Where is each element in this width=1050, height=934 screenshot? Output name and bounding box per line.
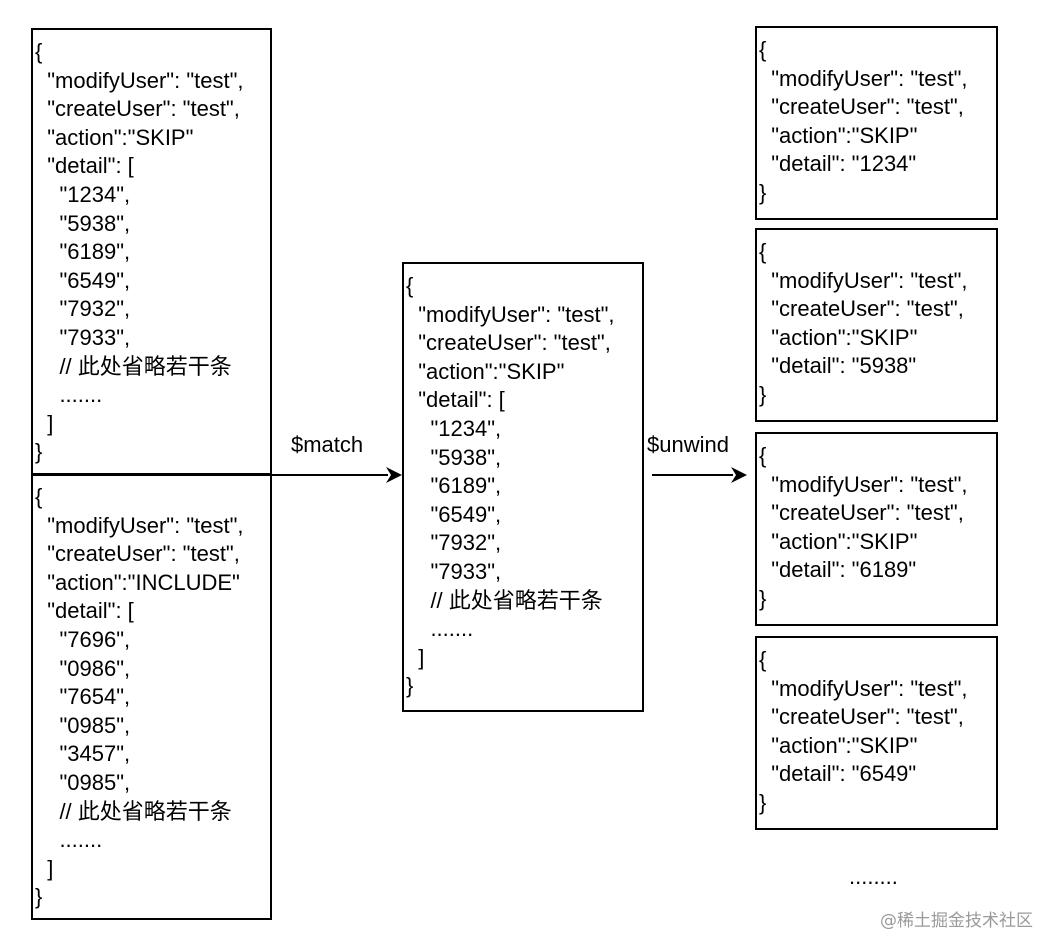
input-document-2-text: { "modifyUser": "test", "createUser": "t… (35, 484, 244, 910)
unwind-result-2-text: { "modifyUser": "test", "createUser": "t… (759, 239, 968, 407)
input-document-box-1: { "modifyUser": "test", "createUser": "t… (31, 28, 272, 475)
more-results-ellipsis: ........ (849, 864, 898, 889)
match-result-text: { "modifyUser": "test", "createUser": "t… (406, 273, 615, 699)
unwind-result-1-text: { "modifyUser": "test", "createUser": "t… (759, 37, 968, 205)
unwind-result-box-3: { "modifyUser": "test", "createUser": "t… (755, 432, 998, 626)
match-stage-label: $match (291, 432, 364, 457)
input-document-1-text: { "modifyUser": "test", "createUser": "t… (35, 39, 244, 465)
unwind-stage-label: $unwind (647, 432, 729, 457)
unwind-result-box-4: { "modifyUser": "test", "createUser": "t… (755, 636, 998, 830)
match-result-box: { "modifyUser": "test", "createUser": "t… (402, 262, 644, 712)
unwind-result-4-text: { "modifyUser": "test", "createUser": "t… (759, 647, 968, 815)
input-document-box-2: { "modifyUser": "test", "createUser": "t… (31, 473, 272, 920)
unwind-result-box-2: { "modifyUser": "test", "createUser": "t… (755, 228, 998, 422)
unwind-result-box-1: { "modifyUser": "test", "createUser": "t… (755, 26, 998, 220)
unwind-result-3-text: { "modifyUser": "test", "createUser": "t… (759, 443, 968, 611)
match-arrow (32, 467, 402, 483)
watermark-text: @稀土掘金技术社区 (880, 911, 1033, 931)
unwind-arrow (652, 467, 747, 483)
